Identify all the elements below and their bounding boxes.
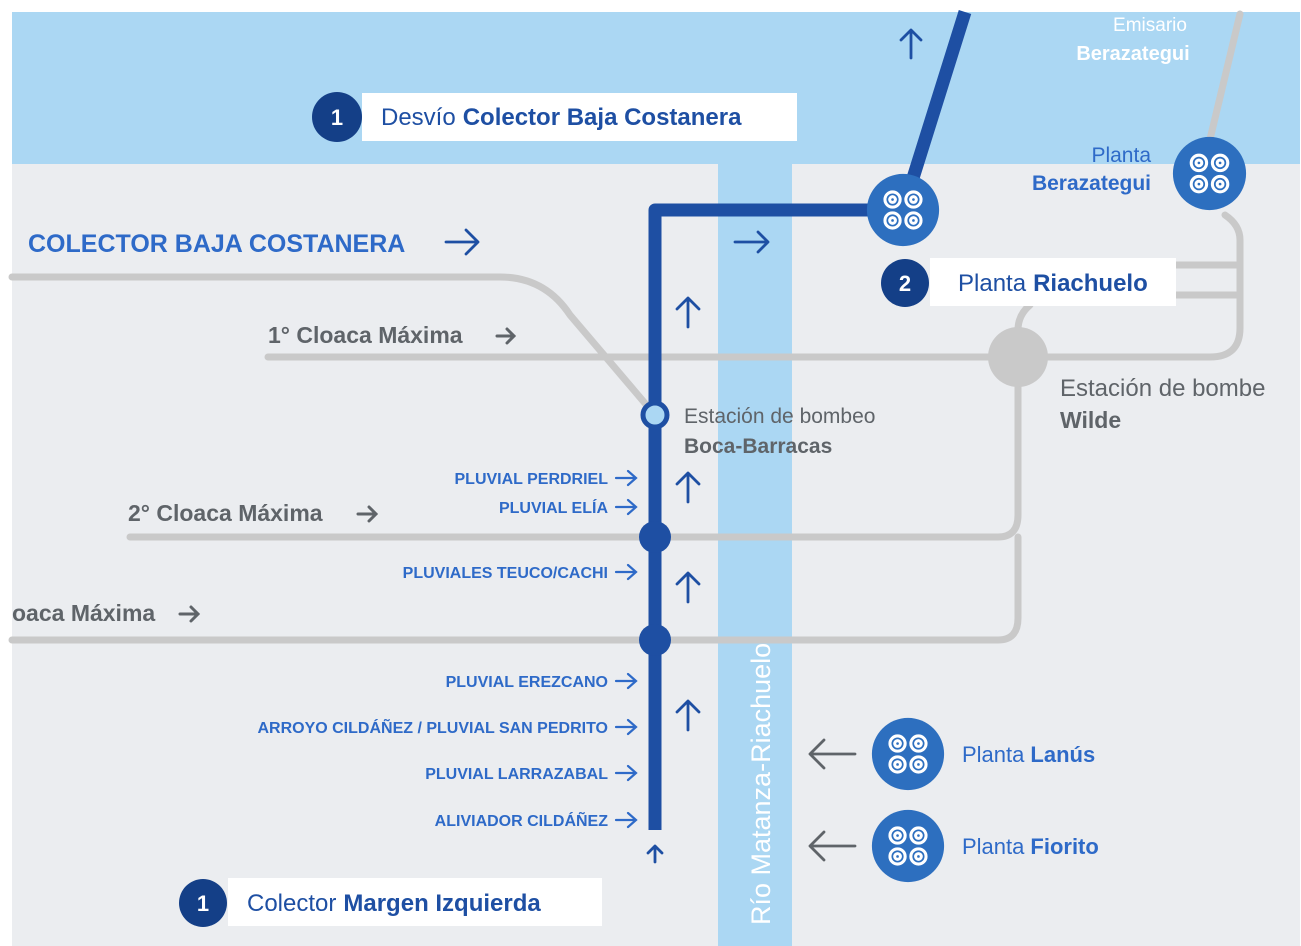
callout-box (362, 93, 797, 141)
svg-text:PLUVIAL LARRAZABAL: PLUVIAL LARRAZABAL (425, 766, 608, 783)
svg-text:oaca Máxima: oaca Máxima (12, 600, 155, 626)
callout-badge (179, 879, 227, 927)
boca-barracas-node (640, 400, 670, 430)
badge-number: 1 (331, 105, 343, 130)
arrow-right-icon (614, 672, 638, 690)
berazategui-plant-icon (1171, 135, 1248, 212)
flow-arrow-icon (646, 844, 664, 864)
svg-text:ALIVIADOR CILDÁÑEZ: ALIVIADOR CILDÁÑEZ (435, 810, 609, 830)
colector-baja-costanera-label: COLECTOR BAJA COSTANERA (28, 230, 405, 258)
arrow-right-icon (614, 764, 638, 782)
lanus-plant-icon (870, 716, 946, 792)
arrow-right-icon (356, 505, 379, 523)
emisario-label-2: Berazategui (1076, 43, 1189, 65)
berazategui-label-1: Planta (1091, 144, 1151, 167)
svg-text:PLUVIAL EREZCANO: PLUVIAL EREZCANO (446, 674, 608, 691)
riachuelo-plant-icon (865, 172, 941, 248)
svg-text:1° Cloaca Máxima: 1° Cloaca Máxima (268, 322, 463, 348)
arrow-right-icon (614, 498, 638, 516)
wilde-label-2: Wilde (1060, 407, 1121, 433)
colector-margen-izquierda-line (648, 10, 972, 830)
svg-text:2° Cloaca Máxima: 2° Cloaca Máxima (128, 500, 323, 526)
wilde-station-node (988, 327, 1048, 387)
flow-arrow-icon (733, 230, 770, 254)
cloaca-3-pipe (8, 533, 1022, 644)
flow-arrows (444, 28, 923, 864)
badge-number: 2 (899, 271, 911, 296)
callout-box (930, 258, 1176, 306)
badge-number: 1 (197, 891, 209, 916)
junction-node-3 (639, 624, 671, 656)
pluvial-label: PLUVIAL EREZCANO (446, 672, 638, 691)
flow-arrow-icon (675, 699, 701, 732)
flow-arrow-icon (899, 28, 923, 60)
boca-barracas-label-1: Estación de bombeo (684, 405, 875, 428)
arrow-right-icon (178, 605, 201, 623)
cloaca-3-label: oaca Máxima (12, 600, 201, 626)
callout-badge (312, 92, 362, 142)
svg-text:ARROYO CILDÁÑEZ / PLUVIAL SAN: ARROYO CILDÁÑEZ / PLUVIAL SAN PEDRITO (257, 717, 608, 737)
flow-arrow-icon (808, 830, 857, 862)
riachuelo-river (718, 164, 792, 946)
svg-text:PLUVIAL PERDRIEL: PLUVIAL PERDRIEL (455, 471, 609, 488)
fiorito-plant-icon (870, 808, 946, 884)
pluviales-labels: PLUVIAL PERDRIEL PLUVIAL ELÍA PLUVIALES … (257, 469, 638, 830)
river-label: Río Matanza-Riachuelo (746, 643, 776, 925)
callout-badge (881, 259, 929, 307)
svg-text:PLUVIAL ELÍA: PLUVIAL ELÍA (499, 498, 608, 517)
gray-pipes (8, 10, 1244, 644)
emisario-berazategui-pipe (1201, 10, 1244, 164)
junction-node-2 (639, 521, 671, 553)
arrow-right-icon (614, 811, 638, 829)
emisario-label-1: Emisario (1113, 15, 1187, 36)
pluvial-label: PLUVIAL PERDRIEL (455, 469, 638, 488)
wilde-label-1: Estación de bombe (1060, 375, 1265, 402)
colector-baja-costanera-pipe (8, 273, 659, 419)
flow-arrow-icon (675, 471, 701, 504)
arrow-right-icon (614, 718, 638, 736)
arrow-right-icon (495, 327, 517, 345)
pluvial-label: PLUVIAL ELÍA (499, 498, 638, 517)
svg-text:PLUVIALES TEUCO/CACHI: PLUVIALES TEUCO/CACHI (403, 565, 608, 582)
flow-arrow-icon (675, 296, 701, 329)
flow-arrow-icon (675, 571, 701, 604)
gray-arrows (808, 738, 857, 862)
cloaca-1-label: 1° Cloaca Máxima (268, 322, 517, 348)
pluvial-label: ARROYO CILDÁÑEZ / PLUVIAL SAN PEDRITO (257, 717, 638, 737)
flow-arrow-icon (808, 738, 857, 770)
pluvial-label: ALIVIADOR CILDÁÑEZ (435, 810, 638, 830)
boca-barracas-label-2: Boca-Barracas (684, 435, 832, 458)
cloaca-2-pipe (126, 353, 1022, 541)
callout-box (228, 878, 602, 926)
berazategui-label-2: Berazategui (1032, 172, 1151, 195)
rio-de-la-plata (12, 12, 1300, 164)
cloaca-1-pipe (264, 211, 1244, 361)
pluvial-label: PLUVIALES TEUCO/CACHI (403, 563, 638, 582)
arrow-right-icon (614, 469, 638, 487)
flow-arrow-icon (444, 228, 480, 256)
arrow-right-icon (614, 563, 638, 581)
cloaca-2-label: 2° Cloaca Máxima (128, 500, 379, 526)
pluvial-label: PLUVIAL LARRAZABAL (425, 764, 638, 783)
